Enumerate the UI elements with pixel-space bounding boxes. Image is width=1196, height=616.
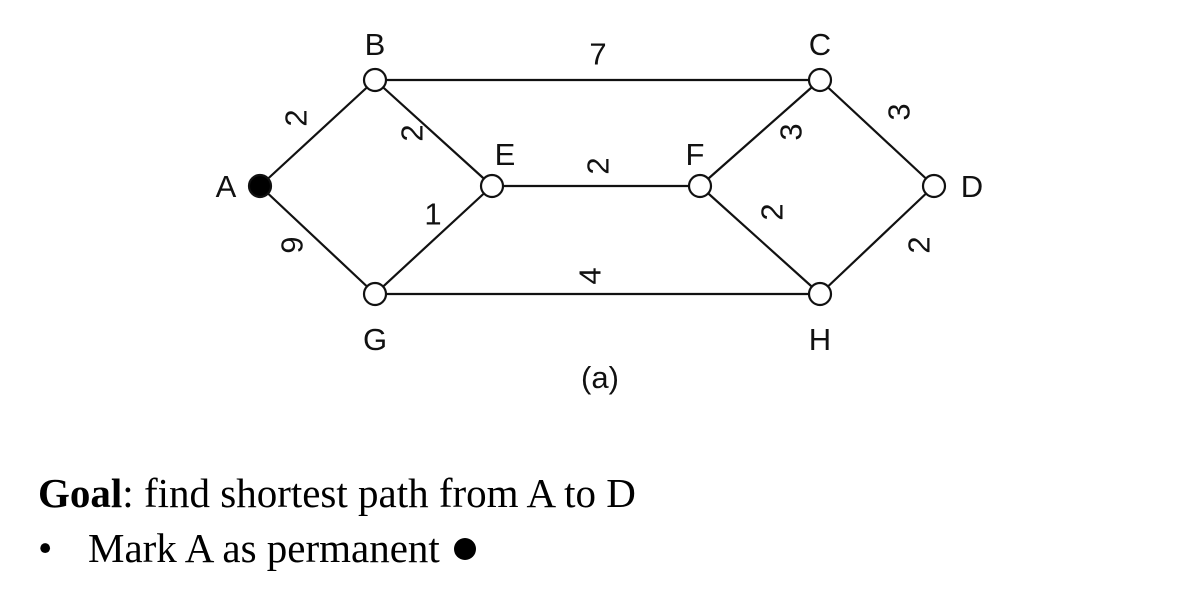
bullet-marker: •	[38, 525, 53, 571]
node-f	[687, 173, 713, 199]
weight-g-e: 1	[424, 197, 441, 232]
edge-a-b	[259, 79, 376, 187]
node-label-c: C	[809, 27, 831, 62]
node-b	[362, 67, 388, 93]
weight-a-g: 6	[275, 236, 310, 253]
node-label-h: H	[809, 322, 831, 357]
weight-f-c: 3	[774, 123, 809, 140]
bullet-item: • Mark A as permanent	[38, 528, 476, 569]
node-label-a: A	[216, 169, 237, 204]
permanent-marker-icon	[453, 538, 476, 560]
goal-statement: Goal: find shortest path from A to D	[38, 473, 636, 514]
weight-c-d: 3	[882, 103, 917, 120]
node-c	[807, 67, 833, 93]
node-labels-layer: A B C D E F G H	[216, 27, 984, 357]
weight-h-d: 2	[902, 236, 937, 253]
edge-h-d	[819, 185, 935, 295]
edge-f-h	[699, 185, 821, 295]
node-e	[479, 173, 505, 199]
weight-g-h: 4	[573, 267, 608, 284]
edge-b-e	[374, 79, 493, 187]
weight-b-e: 2	[395, 124, 430, 141]
weight-f-h: 2	[755, 203, 790, 220]
node-label-b: B	[365, 27, 386, 62]
weight-b-c: 7	[589, 37, 606, 72]
node-d	[921, 173, 947, 199]
node-label-f: F	[686, 137, 705, 172]
network-graph: 2 6 7 2 1 2 4 3 2 3 2 A B C D E F G H (a)	[216, 27, 984, 395]
node-label-d: D	[961, 169, 983, 204]
edge-f-c	[699, 79, 821, 187]
figure-caption: (a)	[581, 360, 619, 395]
node-a	[247, 173, 273, 199]
nodes-layer	[247, 67, 947, 307]
edge-a-g	[259, 185, 376, 295]
node-label-e: E	[495, 137, 516, 172]
node-label-g: G	[363, 322, 387, 357]
weight-e-f: 2	[581, 157, 616, 174]
node-h	[807, 281, 833, 307]
node-g	[362, 281, 388, 307]
edge-c-d	[819, 79, 935, 187]
weight-a-b: 2	[279, 109, 314, 126]
bullet-text: Mark A as permanent	[88, 525, 440, 571]
edges-layer	[259, 78, 935, 296]
goal-description: : find shortest path from A to D	[122, 470, 636, 516]
goal-keyword: Goal	[38, 470, 123, 516]
edge-g-e	[374, 185, 493, 295]
edge-weights-layer: 2 6 7 2 1 2 4 3 2 3 2	[275, 37, 937, 285]
